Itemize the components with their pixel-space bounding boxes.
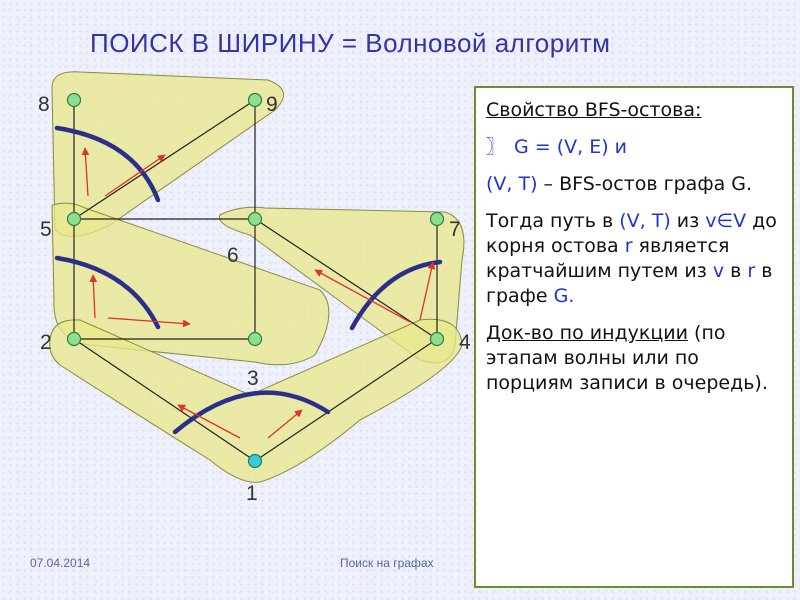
node-label-2: 2 bbox=[40, 331, 52, 354]
node-label-9: 9 bbox=[266, 93, 278, 116]
claim-text-2: из bbox=[670, 210, 706, 232]
node-2 bbox=[66, 331, 82, 347]
proof-label: Док-во по индукции bbox=[486, 322, 689, 344]
node-4 bbox=[429, 331, 445, 347]
edge-1-4 bbox=[254, 338, 438, 462]
wave-arcs bbox=[54, 125, 443, 435]
claim-root: r bbox=[624, 235, 633, 257]
tree-arrow-7 bbox=[81, 147, 90, 197]
node-label-4: 4 bbox=[459, 331, 471, 354]
node-3 bbox=[247, 331, 263, 347]
node-label-3: 3 bbox=[247, 367, 259, 390]
node-9 bbox=[247, 92, 263, 108]
claim-v: v bbox=[712, 260, 725, 282]
wave-arc-2-left bbox=[54, 255, 161, 330]
node-5 bbox=[66, 211, 82, 227]
wave-arc-1 bbox=[172, 390, 331, 435]
tree-arrow-3 bbox=[89, 274, 98, 319]
claim-tree: (V, T) bbox=[619, 210, 671, 232]
proof-text: (по этапам волны или по порциям записи в… bbox=[486, 322, 768, 394]
bfs-property-panel: Свойство BFS-остова: 〗 G = (V, E) и (V, T… bbox=[474, 86, 794, 588]
tree-arrow-1 bbox=[177, 404, 241, 439]
tree-arrow-5 bbox=[419, 261, 436, 321]
bullet-glyph: 〗 bbox=[486, 136, 506, 158]
tree-arrow-2 bbox=[267, 409, 303, 439]
claim-text-1: Тогда путь в bbox=[486, 210, 620, 232]
node-6 bbox=[247, 211, 263, 227]
wave-arc-3 bbox=[54, 125, 161, 203]
claim-text-5: в bbox=[724, 260, 748, 282]
region-level-1 bbox=[49, 318, 463, 483]
node-label-8: 8 bbox=[38, 93, 50, 116]
node-label-1: 1 bbox=[246, 482, 258, 505]
graph-nodes bbox=[66, 92, 445, 469]
claim-text-4: является кратчайшим путем из bbox=[486, 235, 730, 282]
tree-arrow-6 bbox=[314, 269, 411, 323]
page-title: ПОИСК В ШИРИНУ = Волновой алгоритм bbox=[90, 28, 611, 58]
claim-graph: G. bbox=[553, 285, 575, 307]
node-labels: 1 2 3 4 5 6 7 8 9 bbox=[38, 93, 471, 505]
claim-vertex: v∈V bbox=[705, 210, 747, 232]
tree-description: – BFS-остов графа G. bbox=[537, 173, 753, 195]
edge-4-6 bbox=[254, 218, 438, 340]
node-8 bbox=[66, 92, 82, 108]
edge-1-2 bbox=[73, 338, 256, 462]
panel-line-graph: 〗 G = (V, E) и bbox=[486, 135, 786, 160]
claim-r: r bbox=[747, 260, 756, 282]
node-label-7: 7 bbox=[449, 218, 461, 241]
node-1 bbox=[247, 453, 263, 469]
claim-text-3: до корня остова bbox=[486, 210, 777, 257]
bfs-tree-arrows bbox=[81, 147, 436, 439]
graph-definition: G = (V, E) и bbox=[514, 136, 628, 158]
tree-arrow-8 bbox=[104, 154, 166, 197]
tree-arrow-4 bbox=[107, 317, 191, 328]
tree-notation: (V, T) bbox=[486, 173, 538, 195]
footer-date: 07.04.2014 bbox=[30, 556, 91, 570]
footer-topic: Поиск на графах bbox=[340, 556, 434, 570]
node-label-6: 6 bbox=[227, 244, 239, 267]
panel-line-spanning-tree: (V, T) – BFS-остов графа G. bbox=[486, 172, 786, 197]
node-label-5: 5 bbox=[40, 218, 52, 241]
node-7 bbox=[429, 211, 445, 227]
panel-heading: Свойство BFS-остова: bbox=[486, 99, 702, 121]
panel-proof: Док-во по индукции (по этапам волны или … bbox=[486, 321, 786, 396]
claim-text-6: в графе bbox=[486, 260, 773, 307]
panel-line-claim: Тогда путь в (V, T) из v∈V до корня осто… bbox=[486, 209, 786, 309]
